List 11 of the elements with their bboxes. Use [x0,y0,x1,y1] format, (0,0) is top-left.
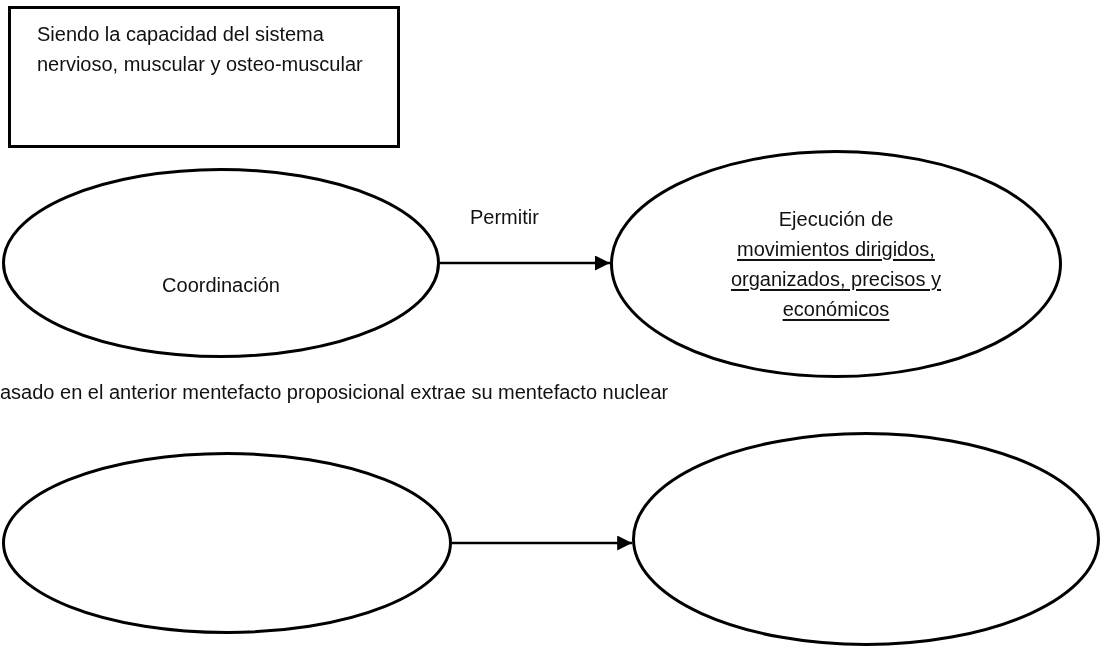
arrow [452,535,633,551]
arrow [440,255,610,271]
concept-ellipse [2,168,440,358]
node-text: Coordinación [162,273,280,298]
node-text: movimientos dirigidos, organizados, precisos y económicos [729,237,943,322]
node-text: Ejecución de [778,207,894,232]
text-box: Siendo la capacidad del sistema nervioso, muscular y osteo-muscular [8,6,400,148]
empty-ellipse [632,432,1100,646]
empty-ellipse [2,452,452,634]
instruction-text: asado en el anterior mentefacto proposicional extrae su mentefacto nuclear [0,381,669,404]
concept-ellipse [610,150,1062,378]
